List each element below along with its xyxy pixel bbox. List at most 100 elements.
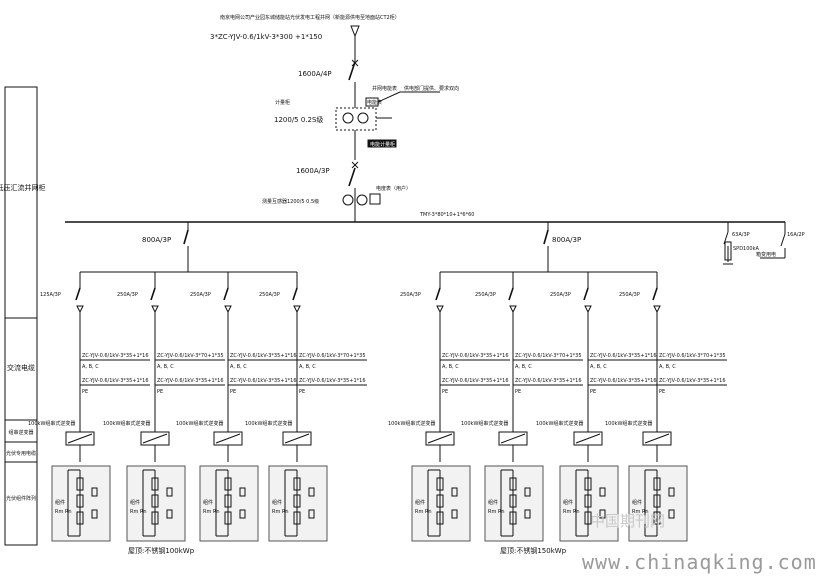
cable-spec-label: ZC-YJV-0.6/1kV-3*35+1*16 [82, 378, 149, 384]
cable-spec-label: ZC-YJV-0.6/1kV-3*35+1*16 [230, 378, 297, 384]
cable-spec-label: ZC-YJV-0.6/1kV-3*70+1*35 [515, 353, 582, 359]
fuse-arrow-icon [653, 305, 661, 314]
pv-module-label: 组件 [488, 499, 498, 506]
cable-spec-label: ZC-YJV-0.6/1kV-3*35+1*16 [230, 353, 297, 359]
pv-module-icon [436, 494, 444, 508]
pv-module-icon [76, 494, 84, 508]
phase-label: A, B, C [230, 364, 247, 370]
pv-combiner-icon [524, 509, 531, 519]
branch-breaker-label: 250A/3P [259, 292, 280, 298]
pv-combiner-icon [239, 509, 246, 519]
incoming-feeder: 南京电网公司产业园东城储能站光伏发电工程并网（新能源供电至地面站CT2柜） 3*… [210, 14, 459, 222]
cable-spec-label: ZC-YJV-0.6/1kV-3*35+1*16 [442, 353, 509, 359]
pe-label: PE [230, 389, 236, 395]
aux-load-label: 箱变用电 [756, 251, 776, 258]
pv-module-icon [436, 477, 444, 491]
cable-spec-label: ZC-YJV-0.6/1kV-3*35+1*16 [590, 378, 657, 384]
feeder-breaker-blade [183, 229, 189, 245]
meter-cabinet-title: 计量柜 [275, 99, 290, 106]
feeder-breaker-blade [543, 229, 549, 245]
phase-label: A, B, C [515, 364, 532, 370]
pv-module-label: 组件 [55, 499, 65, 506]
fuse-arrow-icon [584, 305, 592, 314]
inverter-diagonal [142, 433, 168, 444]
inverter-label: 100kW组串式逆变器 [103, 420, 150, 427]
branch-breaker-label: 250A/3P [550, 292, 571, 298]
pv-combiner-icon [166, 487, 173, 497]
meter-label-1: 并网电能表 [372, 85, 397, 92]
watermark-cn: 中国期刊网 [590, 512, 665, 530]
cable-spec-label: ZC-YJV-0.6/1kV-3*35+1*16 [515, 378, 582, 384]
pv-module-icon [653, 494, 661, 508]
pv-module-label: 组件 [632, 499, 642, 506]
inverter-diagonal [67, 433, 93, 444]
watermark-url: www.chinaqking.com [582, 550, 816, 574]
branch-breaker-blade [435, 287, 441, 301]
section-label-ac-cable: 交流电缆 [7, 363, 35, 372]
busbar-spec: TMY-3*80*10+1*6*60 [419, 212, 474, 218]
inverter-diagonal [215, 433, 241, 444]
phase-label: A, B, C [82, 364, 99, 370]
main-busbar: TMY-3*80*10+1*6*60 [65, 212, 785, 223]
branch-breaker-label: 250A/3P [475, 292, 496, 298]
inverter-diagonal [575, 433, 601, 444]
pv-combiner-icon [308, 509, 315, 519]
inverter-label: 100kW组串式逆变器 [388, 420, 435, 427]
meter-label-2: 供电部门提供、要求双向 [404, 85, 459, 92]
pv-string-label: Rm Rn [203, 509, 220, 515]
pe-label: PE [82, 389, 88, 395]
pv-combiner-icon [166, 509, 173, 519]
pv-combiner-icon [451, 487, 458, 497]
feeder-groups: 800A/3P125A/3PZC-YJV-0.6/1kV-3*35+1*16A,… [28, 222, 727, 542]
spd-label: SPD100kA [733, 246, 759, 252]
branch-breaker-blade [292, 287, 298, 301]
pv-combiner-icon [91, 509, 98, 519]
phase-label: A, B, C [299, 364, 316, 370]
branch-breaker-blade [150, 287, 156, 301]
pe-label: PE [157, 389, 163, 395]
branch-breaker-blade [223, 287, 229, 301]
pv-module-label: 组件 [203, 499, 213, 506]
branch-breaker-label: 250A/3P [117, 292, 138, 298]
pv-module-icon [293, 494, 301, 508]
branch-breaker-label: 250A/3P [190, 292, 211, 298]
pv-module-icon [584, 494, 592, 508]
branch-breaker-blade [508, 287, 514, 301]
pv-string-label: Rm Rn [55, 509, 72, 515]
pv-string-label: Rm Rn [488, 509, 505, 515]
main-breaker-label: 1600A/4P [298, 70, 332, 78]
pe-label: PE [299, 389, 305, 395]
cable-spec-label: ZC-YJV-0.6/1kV-3*35+1*16 [157, 378, 224, 384]
meter-rect-tag: 电能计量柜 [370, 141, 395, 148]
pv-string-label: Rm Rn [272, 509, 289, 515]
fuse-arrow-icon [293, 305, 301, 314]
pv-module-icon [151, 494, 159, 508]
inverter-label: 100kW组串式逆变器 [245, 420, 292, 427]
left-section-column: 低压汇流并网柜 交流电缆 组串逆变器 光伏专用电缆 光伏组件阵列 [0, 86, 46, 546]
pv-string-label: Rm Rn [130, 509, 147, 515]
section-label-pv-array: 光伏组件阵列 [6, 495, 36, 502]
pv-module-label: 组件 [272, 499, 282, 506]
pv-module-label: 组件 [130, 499, 140, 506]
pv-module-icon [584, 511, 592, 525]
inverter-diagonal [427, 433, 453, 444]
branch-breaker-label: 125A/3P [40, 292, 61, 298]
pv-module-icon [224, 511, 232, 525]
pv-module-icon [293, 477, 301, 491]
isolator-label: 1600A/3P [296, 167, 330, 175]
pv-module-icon [224, 494, 232, 508]
pv-combiner-icon [668, 487, 675, 497]
incoming-cable-spec: 3*ZC-YJV-0.6/1kV-3*300 +1*150 [210, 33, 322, 41]
inverter-label: 100kW组串式逆变器 [605, 420, 652, 427]
section-label-grid-cabinet: 低压汇流并网柜 [0, 183, 46, 192]
pv-combiner-icon [599, 509, 606, 519]
cable-spec-label: ZC-YJV-0.6/1kV-3*35+1*16 [442, 378, 509, 384]
pe-label: PE [659, 389, 665, 395]
measure-ct-label: 测量互感器1200/5 0.5级 [262, 198, 319, 205]
meter-ct-spec: 1200/5 0.2S级 [274, 115, 323, 124]
user-meter-label: 电度表（用户） [376, 185, 411, 192]
pe-label: PE [590, 389, 596, 395]
inverter-label: 100kW组串式逆变器 [536, 420, 583, 427]
incoming-arrow-icon [350, 25, 360, 38]
